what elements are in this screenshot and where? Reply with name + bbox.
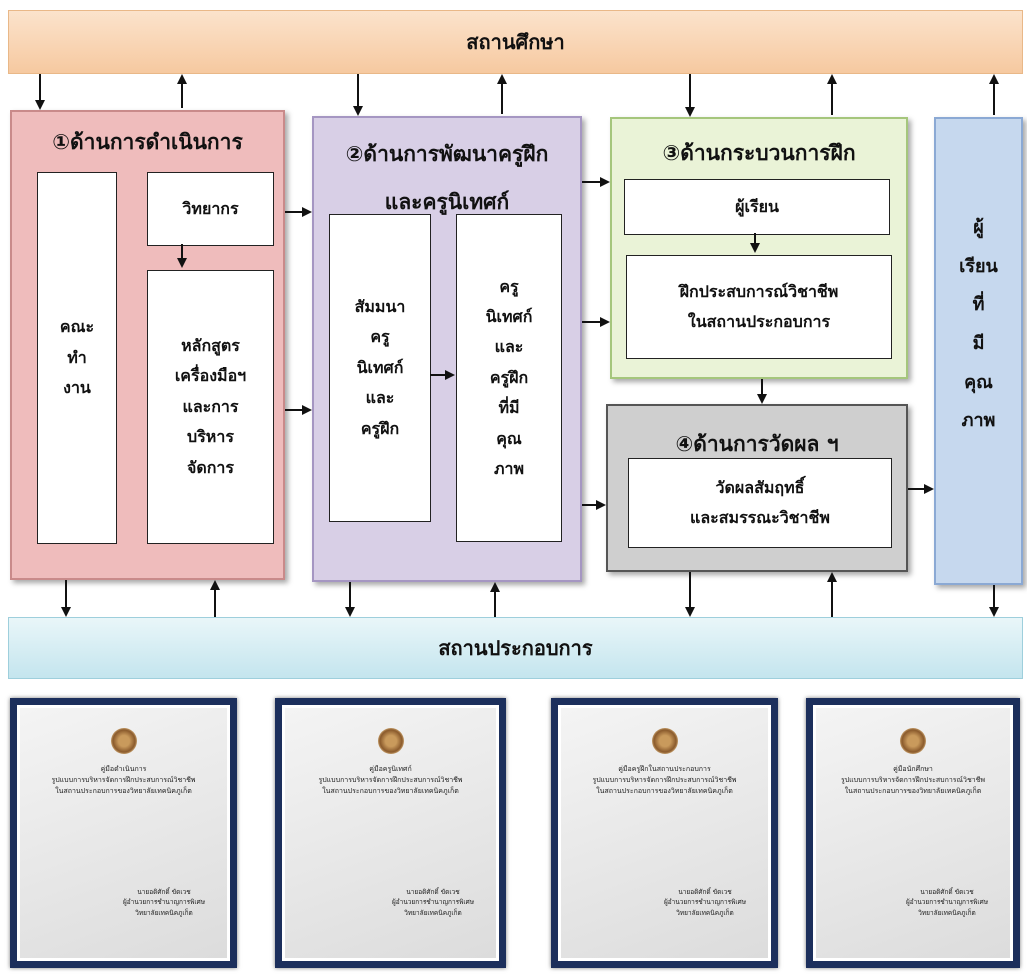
evaluation-panel: ④ด้านการวัดผล ฯ วัดผลสัมฤทธิ์ และสมรรณะว… bbox=[606, 404, 908, 572]
document-title-3: คู่มือครูฝึกในสถานประกอบการ รูปแบบการบริ… bbox=[592, 765, 737, 795]
document-author-1: นายอดิศักดิ์ ขัดเวช ผู้อำนวยการชำนาญการพ… bbox=[122, 887, 205, 917]
document-cover-1: คู่มือดำเนินการ รูปแบบการบริหารจัดการฝึก… bbox=[17, 705, 230, 961]
quality-learner-panel: ผู้ เรียน ที่ มี คุณ ภาพ bbox=[934, 117, 1023, 585]
workplace-label: สถานประกอบการ bbox=[438, 636, 593, 660]
college-seal-icon bbox=[651, 728, 678, 754]
document-cover-4: คู่มือนักศึกษา รูปแบบการบริหารจัดการฝึกป… bbox=[813, 705, 1013, 961]
document-title-4: คู่มือนักศึกษา รูปแบบการบริหารจัดการฝึกป… bbox=[840, 765, 986, 795]
document-cover-2: คู่มือครูนิเทศก์ รูปแบบการบริหารจัดการฝึ… bbox=[282, 705, 499, 961]
evaluation-title: ④ด้านการวัดผล ฯ bbox=[675, 432, 839, 456]
school-label: สถานศึกษา bbox=[466, 30, 565, 54]
training-process-title: ③ด้านกระบวนการฝึก bbox=[662, 141, 856, 165]
document-author-3: นายอดิศักดิ์ ขัดเวช ผู้อำนวยการชำนาญการพ… bbox=[663, 887, 746, 917]
document-photo-1: คู่มือดำเนินการ รูปแบบการบริหารจัดการฝึก… bbox=[10, 698, 237, 968]
document-photo-3: คู่มือครูฝึกในสถานประกอบการ รูปแบบการบริ… bbox=[551, 698, 778, 968]
college-seal-icon bbox=[900, 728, 926, 754]
document-title-1: คู่มือดำเนินการ รูปแบบการบริหารจัดการฝึก… bbox=[51, 765, 196, 795]
achievement-box: วัดผลสัมฤทธิ์ และสมรรณะวิชาชีพ bbox=[628, 458, 892, 548]
quality-learner-text: ผู้ เรียน ที่ มี คุณ ภาพ bbox=[959, 217, 998, 432]
curriculum-box: หลักสูตร เครื่องมือฯ และการ บริหาร จัดกา… bbox=[147, 270, 274, 544]
document-photo-2: คู่มือครูนิเทศก์ รูปแบบการบริหารจัดการฝึ… bbox=[275, 698, 506, 968]
document-photo-4: คู่มือนักศึกษา รูปแบบการบริหารจัดการฝึกป… bbox=[806, 698, 1020, 968]
trainer-development-title-1: ②ด้านการพัฒนาครูฝึก bbox=[345, 142, 549, 166]
college-seal-icon bbox=[377, 728, 404, 754]
seminar-box: สัมมนา ครู นิเทศก์ และ ครูฝึก bbox=[329, 214, 431, 522]
document-title-2: คู่มือครูนิเทศก์ รูปแบบการบริหารจัดการฝึ… bbox=[318, 765, 463, 795]
school-bar: สถานศึกษา bbox=[8, 10, 1023, 74]
operation-panel: ①ด้านการดำเนินการ คณะ ทำ งาน วิทยากร หลั… bbox=[10, 110, 285, 580]
trainer-development-panel: ②ด้านการพัฒนาครูฝึก และครูนิเทศก์ สัมมนา… bbox=[312, 116, 582, 582]
internship-box: ฝึกประสบการณ์วิชาชีพ ในสถานประกอบการ bbox=[626, 255, 892, 359]
learner-box: ผู้เรียน bbox=[624, 179, 890, 235]
quality-trainers-box: ครู นิเทศก์ และ ครูฝึก ที่มี คุณ ภาพ bbox=[456, 214, 562, 542]
committee-box: คณะ ทำ งาน bbox=[37, 172, 117, 544]
trainer-development-title-2: และครูนิเทศก์ bbox=[384, 190, 510, 214]
document-author-4: นายอดิศักดิ์ ขัดเวช ผู้อำนวยการชำนาญการพ… bbox=[905, 887, 988, 917]
operation-title: ①ด้านการดำเนินการ bbox=[52, 130, 243, 154]
college-seal-icon bbox=[110, 728, 137, 754]
workplace-bar: สถานประกอบการ bbox=[8, 617, 1023, 679]
speaker-box: วิทยากร bbox=[147, 172, 274, 246]
document-cover-3: คู่มือครูฝึกในสถานประกอบการ รูปแบบการบริ… bbox=[558, 705, 771, 961]
document-author-2: นายอดิศักดิ์ ขัดเวช ผู้อำนวยการชำนาญการพ… bbox=[391, 887, 474, 917]
